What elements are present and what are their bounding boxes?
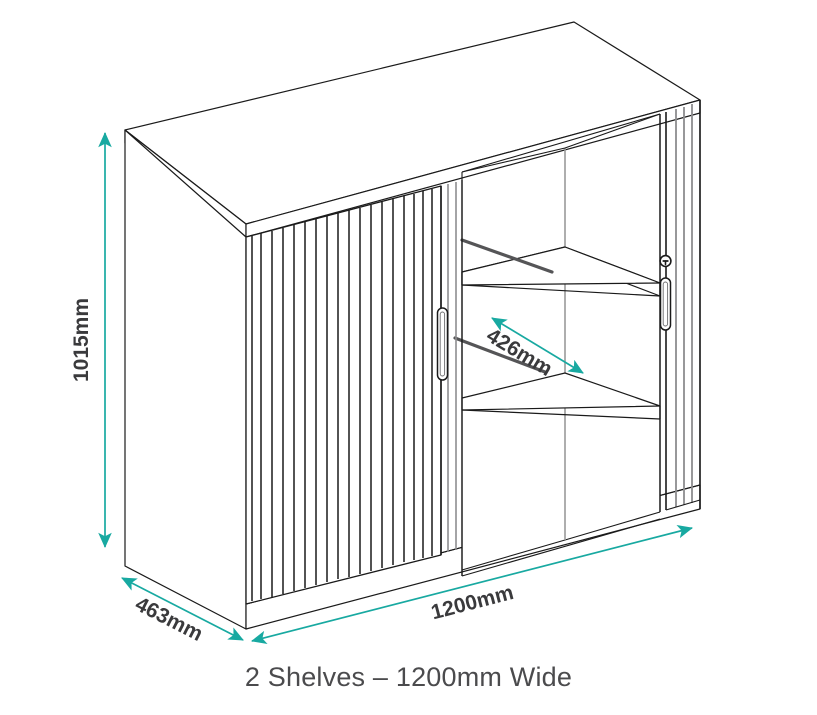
dimension-height: 1015mm	[70, 131, 112, 549]
dimension-width-label: 1200mm	[429, 581, 516, 624]
left-door-handle[interactable]	[436, 307, 449, 381]
left-tambour-door[interactable]	[245, 180, 463, 605]
dimension-height-label: 1015mm	[70, 298, 93, 382]
right-door-handle[interactable]	[659, 277, 672, 331]
door-lock[interactable]	[659, 254, 672, 268]
figure-caption: 2 Shelves – 1200mm Wide	[244, 662, 573, 692]
cabinet-body	[124, 21, 701, 630]
